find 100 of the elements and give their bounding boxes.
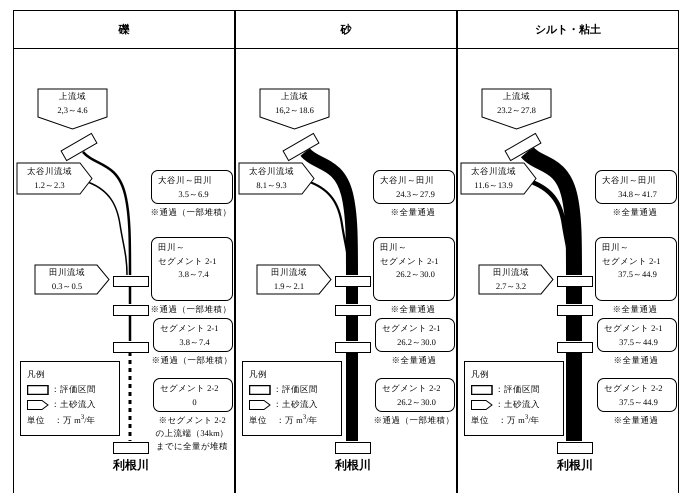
table-column [457, 10, 679, 493]
sediment-value: 0 [191, 396, 198, 409]
basin-name: 太谷川流域 [248, 164, 295, 178]
note-text: ※全量通過 [390, 354, 438, 367]
inflow-pentagon [17, 163, 92, 194]
river-channel [82, 151, 132, 275]
segment-box [557, 276, 593, 287]
note-text: ※全量通過 [612, 206, 658, 219]
segment-box [557, 305, 593, 316]
legend-entry: ：評価区間 [495, 384, 540, 396]
note-text: ※全量通過 [390, 206, 436, 219]
segment-box [335, 305, 371, 316]
tributary-line [88, 182, 128, 276]
basin-name: 上流域 [502, 90, 531, 104]
segment-box [113, 442, 149, 454]
table-column [13, 10, 235, 493]
river-channel [566, 286, 582, 304]
reach-name: セグメント 2-1 [382, 322, 442, 335]
legend-title: 凡例 [249, 368, 268, 381]
note-text: ※全量通過 [612, 354, 660, 367]
river-name: 利根川 [112, 457, 150, 474]
river-channel [566, 315, 582, 341]
basin-name: 田川流域 [270, 266, 308, 279]
sediment-value: 26.2～30.0 [395, 268, 436, 282]
sediment-value: 3.5～6.9 [177, 188, 210, 201]
inflow-pentagon [479, 265, 553, 294]
reach-box [597, 318, 677, 352]
reach-name: 田川～セグメント 2-1 [158, 241, 218, 268]
river-channel [346, 315, 358, 341]
inflow-pentagon [239, 163, 314, 194]
river-name: 利根川 [334, 457, 372, 474]
note-text: ※全量通過 [390, 303, 436, 316]
sediment-value: 3.8～7.4 [178, 336, 211, 349]
column-header: 砂 [339, 22, 353, 38]
sediment-value: 37.5～44.9 [618, 336, 659, 349]
unit-note: 単位 ：万 m$^{3}$/年 [27, 413, 96, 428]
river-channel [128, 315, 132, 341]
river-channel [566, 352, 582, 441]
reach-box [153, 318, 233, 352]
note-text: ※通過（一部堆積） [151, 354, 233, 367]
sediment-value: 16,2～18.6 [274, 104, 315, 117]
river-channel [346, 352, 358, 441]
reach-name: セグメント 2-2 [604, 382, 664, 395]
reach-box [375, 318, 455, 352]
sediment-value: 26.2～30.0 [396, 396, 437, 409]
reach-box [373, 170, 455, 204]
reach-name: セグメント 2-1 [160, 322, 220, 335]
inflow-down-pentagon [482, 89, 551, 129]
legend-box [464, 361, 564, 436]
reach-name: セグメント 2-2 [382, 382, 442, 395]
basin-name: 上流域 [280, 90, 309, 104]
unit-note: 単位 ：万 m$^{3}$/年 [471, 413, 540, 428]
sediment-value: 24.3～27.9 [395, 188, 436, 201]
inflow-pentagon [461, 163, 536, 194]
segment-box [335, 342, 371, 353]
river-channel [346, 286, 358, 304]
legend-entry: ：土砂流入 [495, 399, 540, 412]
legend-entry: ：土砂流入 [51, 399, 96, 412]
reach-name: セグメント 2-2 [160, 382, 220, 395]
inflow-pentagon [257, 265, 331, 294]
sediment-value: 1.2～2.3 [33, 178, 66, 192]
river-channel [128, 352, 132, 441]
reach-box [151, 237, 233, 301]
sediment-value: 2,3～4.6 [56, 104, 89, 117]
note-text: ※通過（一部堆積） [150, 303, 232, 316]
legend-box [20, 361, 120, 436]
legend-entry: ：土砂流入 [273, 399, 318, 412]
sediment-value: 0.3～0.5 [50, 280, 84, 292]
segment-box [335, 276, 371, 287]
river-channel [128, 286, 132, 304]
segment-box [113, 276, 149, 287]
note-text: ※通過（一部堆積） [150, 206, 232, 219]
reach-name: 大谷川～田川 [602, 174, 657, 187]
reach-box [597, 378, 677, 412]
sediment-value: 2.7～3.2 [494, 280, 528, 292]
column-header: 礫 [117, 22, 130, 38]
note-text: ※全量通過 [612, 414, 660, 427]
legend-title: 凡例 [27, 368, 46, 381]
segment-box [557, 442, 593, 454]
legend-box [242, 361, 342, 436]
legend-entry: ：評価区間 [273, 384, 318, 396]
reach-name: 田川～セグメント 2-1 [380, 241, 440, 268]
sediment-value: 37.5～44.9 [617, 268, 658, 282]
reach-name: 大谷川～田川 [158, 174, 213, 187]
inflow-down-pentagon [38, 89, 107, 129]
reach-box [151, 170, 233, 204]
reach-name: 大谷川～田川 [380, 174, 435, 187]
segment-box [113, 305, 149, 316]
reach-box [373, 237, 455, 301]
note-text: ※セグメント 2-2 の上流端（34km）までに全量が堆積 [154, 414, 230, 452]
inflow-pentagon [35, 265, 109, 294]
reach-name: 田川～セグメント 2-1 [602, 241, 662, 268]
reach-box [153, 378, 233, 412]
sediment-value: 34.8～41.7 [617, 188, 658, 201]
sediment-value: 23.2～27.8 [496, 104, 537, 117]
legend-entry: ：評価区間 [51, 384, 96, 396]
sediment-value: 8.1～9.3 [255, 178, 288, 192]
segment-box [335, 442, 371, 454]
sediment-value: 37.5～44.9 [618, 396, 659, 409]
legend-title: 凡例 [471, 368, 490, 381]
